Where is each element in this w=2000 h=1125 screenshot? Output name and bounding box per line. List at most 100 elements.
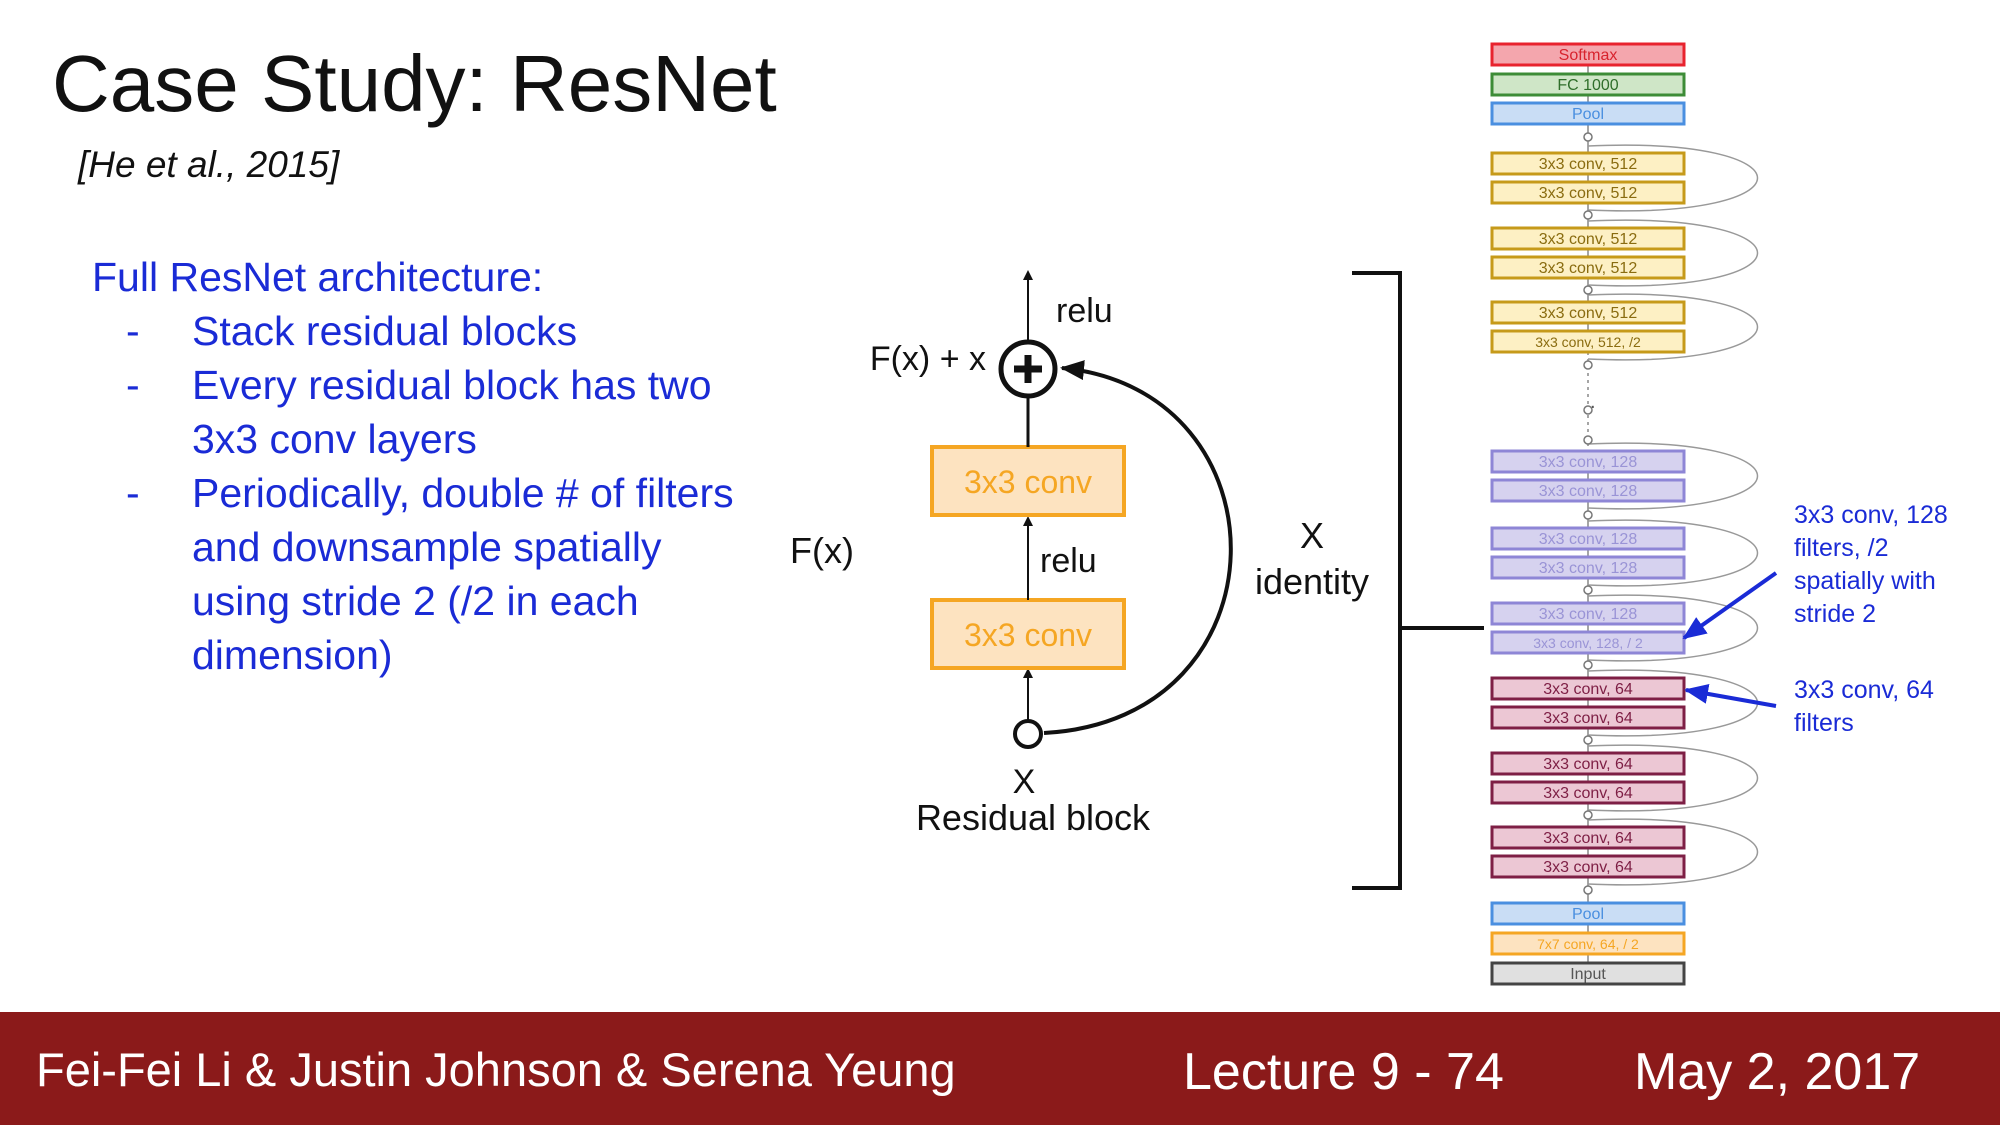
layer-label: 3x3 conv, 512: [1539, 260, 1638, 277]
layer-label: 3x3 conv, 64: [1543, 830, 1633, 847]
junction-node: [1583, 735, 1593, 745]
ellipsis-dots: ..: [1584, 391, 1595, 413]
layer-box: [1490, 42, 1686, 67]
junction-node: [1583, 405, 1593, 415]
layer-box: [1490, 854, 1686, 879]
input-node: [1013, 719, 1043, 749]
layer-label: 3x3 conv, 128: [1539, 560, 1638, 577]
bullet-text: Stack residual blocks: [192, 308, 578, 354]
filters-note-arrow: [1684, 684, 1777, 708]
skip-loop: [1587, 442, 1759, 510]
layer-box: [1490, 329, 1686, 354]
relu-top-label: relu: [1056, 292, 1113, 330]
layer-label: 3x3 conv, 128: [1539, 606, 1638, 623]
filters-note-line-2: filters: [1794, 709, 1854, 737]
layer-box: [1490, 676, 1686, 701]
junction-node: [1583, 585, 1593, 595]
junction-node: [1583, 210, 1593, 220]
layer-label: 3x3 conv, 64: [1543, 859, 1633, 876]
stride-note-line-2: filters, /2: [1794, 534, 1888, 562]
footer-date: May 2, 2017: [1634, 1043, 1921, 1101]
bullet-item: - Stack residual blocks: [92, 304, 752, 358]
layer-label: 7x7 conv, 64, / 2: [1537, 936, 1639, 952]
layer-box: [1490, 705, 1686, 730]
skip-loop: [1587, 519, 1759, 587]
layer-box: [1490, 101, 1686, 126]
layer-box: [1490, 478, 1686, 503]
layer-box: [1490, 255, 1686, 280]
layer-box: [1490, 931, 1686, 956]
layer-box: [1490, 901, 1686, 926]
layer-label: 3x3 conv, 64: [1543, 681, 1633, 698]
conv-bottom-label: 3x3 conv: [964, 617, 1092, 653]
bullet-item: - Every residual block has two 3x3 conv l…: [92, 358, 752, 466]
resnet-diagram: 3x3 conv relu 3x3 conv relu F(x) + x F(x…: [790, 42, 1948, 986]
stride-note-line-1: 3x3 conv, 128: [1794, 501, 1948, 529]
annotations: 3x3 conv, 128 filters, /2 spatially with…: [1682, 501, 1948, 737]
skip-loop: [1587, 744, 1759, 812]
bullet-text: Periodically, double # of filters and do…: [192, 470, 734, 678]
footer-authors: Fei-Fei Li & Justin Johnson & Serena Yeu…: [36, 1043, 956, 1096]
residual-block: 3x3 conv relu 3x3 conv relu F(x) + x F(x…: [790, 270, 1369, 838]
layer-label: 3x3 conv, 64: [1543, 710, 1633, 727]
layer-label: Pool: [1572, 906, 1604, 923]
junction-node: [1583, 810, 1593, 820]
layer-box: [1490, 226, 1686, 251]
bullet-dash: -: [126, 362, 140, 408]
stride-note-arrow: [1682, 571, 1778, 640]
layer-label: 3x3 conv, 128, / 2: [1533, 635, 1643, 651]
layer-label: 3x3 conv, 128: [1539, 454, 1638, 471]
group-bracket: [1352, 271, 1402, 890]
conv-top-box: [930, 445, 1126, 517]
layer-box: [1490, 300, 1686, 325]
residual-block-caption: Residual block: [916, 797, 1151, 838]
bullet-dash: -: [126, 308, 140, 354]
layer-label: Pool: [1572, 106, 1604, 123]
citation: [He et al., 2015]: [78, 144, 340, 185]
layer-box: [1490, 555, 1686, 580]
bullet-text: Every residual block has two 3x3 conv la…: [192, 362, 712, 462]
junction-node: [1583, 435, 1593, 445]
layer-label: 3x3 conv, 512: [1539, 185, 1638, 202]
bullet-item: - Periodically, double # of filters and d…: [92, 466, 752, 682]
layer-box: [1490, 961, 1686, 986]
junction-node: [1583, 885, 1593, 895]
output-label: F(x) + x: [870, 340, 986, 378]
stride-note-line-4: stride 2: [1794, 600, 1876, 628]
layer-box: [1490, 151, 1686, 176]
layer-label: 3x3 conv, 512: [1539, 305, 1638, 322]
layer-label: 3x3 conv, 512: [1539, 156, 1638, 173]
identity-label: identity: [1255, 561, 1369, 602]
footer-lecture: Lecture 9 - 74: [1183, 1043, 1504, 1101]
skip-loop: [1587, 818, 1759, 886]
layer-label: 3x3 conv, 128: [1539, 483, 1638, 500]
layer-box: [1490, 72, 1686, 97]
layer-box: [1490, 780, 1686, 805]
slide-title: Case Study: ResNet: [52, 39, 777, 128]
skip-loop: [1587, 594, 1759, 662]
architecture-bullet-list: - Stack residual blocks - Every residual b…: [92, 304, 752, 682]
skip-label: X: [1300, 515, 1324, 556]
layer-label: Input: [1570, 966, 1606, 983]
function-label: F(x): [790, 530, 854, 571]
architecture-heading: Full ResNet architecture:: [92, 254, 544, 300]
filters-note-line-1: 3x3 conv, 64: [1794, 676, 1934, 704]
junction-node: [1583, 132, 1593, 142]
skip-loop: [1587, 293, 1759, 361]
layer-box: [1490, 526, 1686, 551]
skip-loop: [1587, 144, 1759, 212]
bullet-dash: -: [126, 470, 140, 516]
layer-label: 3x3 conv, 512: [1539, 231, 1638, 248]
junction-node: [1583, 510, 1593, 520]
layer-label: 3x3 conv, 128: [1539, 531, 1638, 548]
layer-box: [1490, 449, 1686, 474]
skip-loop: [1587, 219, 1759, 287]
junction-node: [1583, 285, 1593, 295]
input-label: X: [1013, 763, 1036, 801]
layer-box: [1490, 601, 1686, 626]
layer-box: [1490, 751, 1686, 776]
layer-box: [1490, 630, 1686, 655]
stride-note-line-3: spatially with: [1794, 567, 1936, 595]
layer-box: [1490, 180, 1686, 205]
